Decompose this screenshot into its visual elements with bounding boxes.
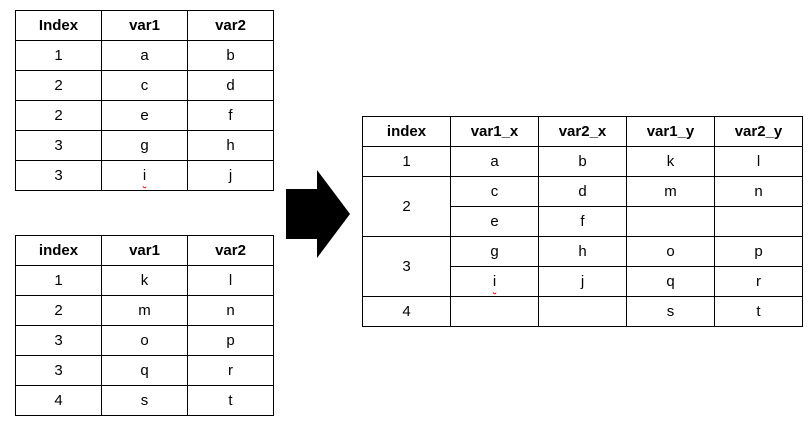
table-cell: c [101, 70, 188, 101]
table-cell: l [187, 265, 274, 296]
table-row: 3 i j [15, 160, 274, 191]
table-cell: n [187, 295, 274, 326]
table-row: 2 m n [15, 295, 274, 326]
table-cell-spellchecked: i [450, 266, 539, 297]
table-cell: e [101, 100, 188, 131]
index-cell: 4 [15, 385, 102, 416]
table-row: 2 c d [15, 70, 274, 101]
table-row: i j q r [363, 266, 803, 297]
table-cell: l [714, 146, 803, 177]
table-cell: g [101, 130, 188, 161]
index-cell: 2 [15, 70, 102, 101]
index-cell: 3 [15, 325, 102, 356]
table-cell: e [450, 206, 539, 237]
table-cell: d [538, 176, 627, 207]
table-cell: o [626, 236, 715, 267]
header-row: index var1_x var2_x var1_y var2_y [362, 116, 803, 147]
column-header-index: Index [15, 10, 102, 41]
index-cell-merged: 2 [362, 176, 451, 237]
table-cell: q [626, 266, 715, 297]
table-cell: t [187, 385, 274, 416]
index-cell: 3 [15, 355, 102, 386]
column-header-var2: var2 [187, 235, 274, 266]
table-cell: t [714, 296, 803, 327]
table-cell: d [187, 70, 274, 101]
table-row: 2 e f [15, 100, 274, 131]
table-cell: f [538, 206, 627, 237]
table-cell: b [538, 146, 627, 177]
table-cell: r [187, 355, 274, 386]
index-cell: 3 [15, 160, 102, 191]
table-cell: p [187, 325, 274, 356]
column-header-var1x: var1_x [450, 116, 539, 147]
table-cell: n [714, 176, 803, 207]
column-header-var2: var2 [187, 10, 274, 41]
table-cell: k [626, 146, 715, 177]
index-cell: 1 [362, 146, 451, 177]
table-cell: a [101, 40, 188, 71]
table-cell: s [626, 296, 715, 327]
table-cell: a [450, 146, 539, 177]
table-row: 4 s t [362, 296, 803, 327]
index-cell-merged: 3 [362, 236, 451, 297]
table-cell: j [187, 160, 274, 191]
table-row: 3 o p [15, 325, 274, 356]
table-row: 2 c d m n [362, 176, 803, 237]
header-row: index var1 var2 [15, 235, 274, 266]
table-cell-spellchecked: i [101, 160, 188, 191]
table-cell: j [538, 266, 627, 297]
column-header-index: index [15, 235, 102, 266]
index-cell: 3 [15, 130, 102, 161]
table-cell: p [714, 236, 803, 267]
header-row: Index var1 var2 [15, 10, 274, 41]
merged-result-table: index var1_x var2_x var1_y var2_y 1 a b … [362, 116, 803, 327]
merge-arrow-icon [286, 170, 350, 258]
table-cell-empty [538, 296, 627, 327]
source-table-x: Index var1 var2 1 a b 2 c d 2 e f 3 g h … [15, 10, 274, 191]
column-header-var1: var1 [101, 235, 188, 266]
table-cell: q [101, 355, 188, 386]
table-row: 3 g h o p [362, 236, 803, 297]
table-cell: b [187, 40, 274, 71]
table-cell: s [101, 385, 188, 416]
table-row: 3 q r [15, 355, 274, 386]
table-cell: k [101, 265, 188, 296]
column-header-index: index [362, 116, 451, 147]
table-cell: h [187, 130, 274, 161]
table-cell: m [626, 176, 715, 207]
table-row: 1 k l [15, 265, 274, 296]
index-cell: 1 [15, 40, 102, 71]
table-cell-empty [450, 296, 539, 327]
table-cell: f [187, 100, 274, 131]
column-header-var2y: var2_y [714, 116, 803, 147]
table-cell-empty [626, 206, 715, 237]
table-cell: o [101, 325, 188, 356]
source-table-y: index var1 var2 1 k l 2 m n 3 o p 3 q r … [15, 235, 274, 416]
column-header-var2x: var2_x [538, 116, 627, 147]
table-row: 1 a b [15, 40, 274, 71]
table-cell: g [450, 236, 539, 267]
table-cell-empty [714, 206, 803, 237]
column-header-var1: var1 [101, 10, 188, 41]
table-row: 1 a b k l [362, 146, 803, 177]
table-row: 4 s t [15, 385, 274, 416]
index-cell: 4 [362, 296, 451, 327]
table-cell: r [714, 266, 803, 297]
table-cell: m [101, 295, 188, 326]
index-cell: 1 [15, 265, 102, 296]
table-cell: h [538, 236, 627, 267]
index-cell: 2 [15, 295, 102, 326]
table-cell: c [450, 176, 539, 207]
index-cell: 2 [15, 100, 102, 131]
table-row: 3 g h [15, 130, 274, 161]
column-header-var1y: var1_y [626, 116, 715, 147]
